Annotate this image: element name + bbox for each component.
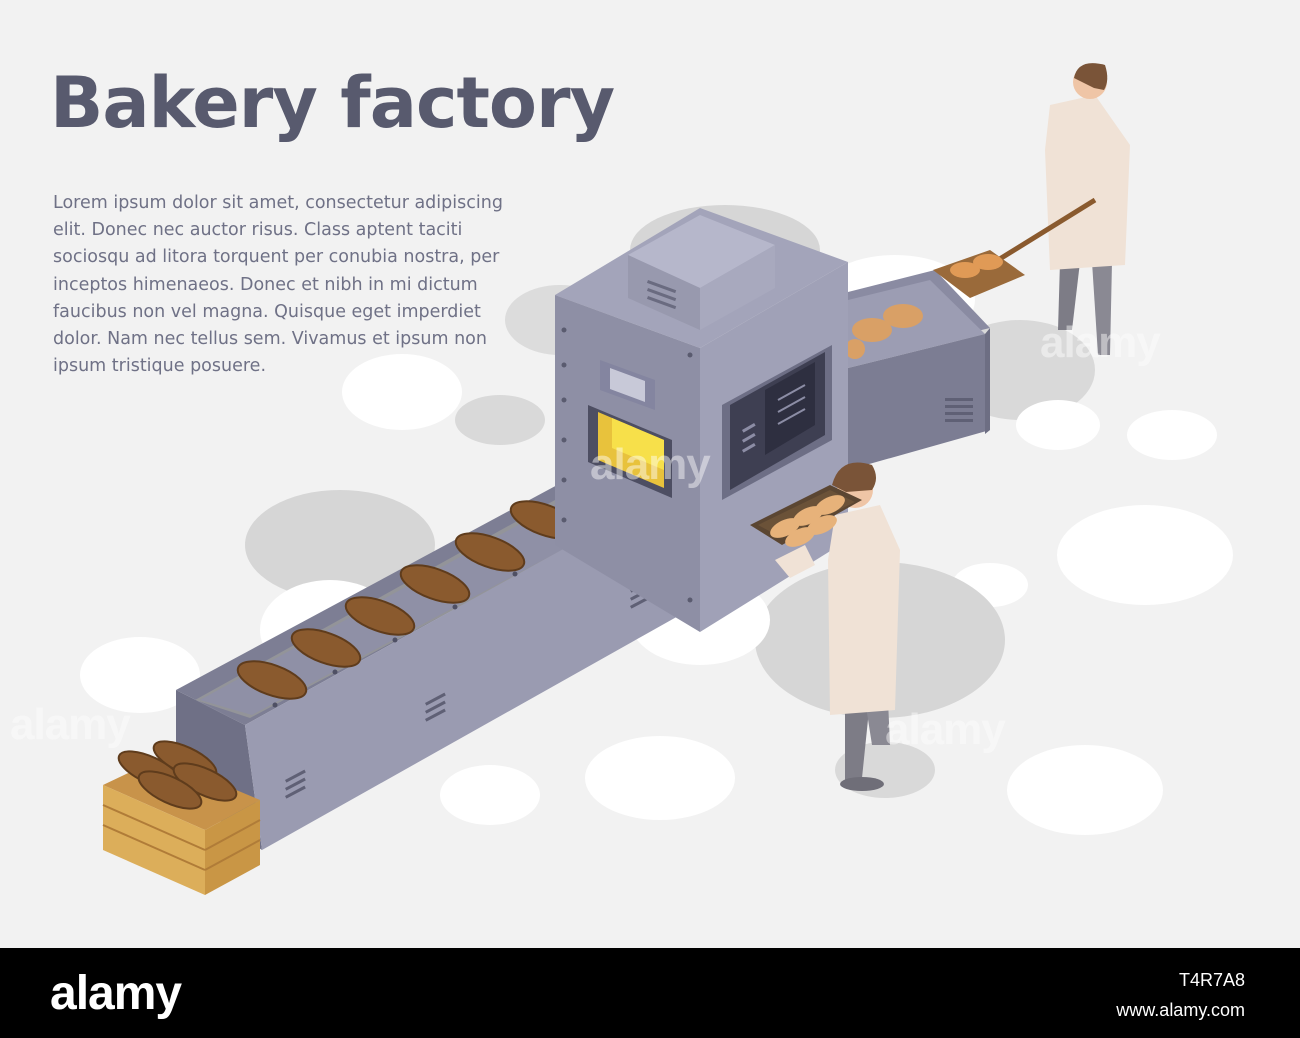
banner-title: Bakery factory — [50, 62, 615, 144]
alamy-logo: alamy — [50, 967, 182, 1020]
watermark: alamy — [10, 700, 131, 749]
banner-artboard: Bakery factory Lorem ipsum dolor sit ame… — [10, 62, 1233, 895]
watermark: alamy — [590, 440, 711, 489]
site-url[interactable]: www.alamy.com — [1116, 1000, 1245, 1020]
banner-body-text: Lorem ipsum dolor sit amet, consectetur … — [53, 193, 503, 377]
front-conveyor — [176, 462, 680, 850]
bakery-illustration — [80, 63, 1233, 895]
baker-with-tray — [750, 462, 900, 791]
image-id: T4R7A8 — [1178, 970, 1245, 990]
bread-crate — [102, 740, 261, 895]
baker-with-peel — [933, 63, 1130, 355]
back-conveyor — [845, 270, 990, 470]
oven — [555, 208, 848, 632]
watermark: alamy — [885, 705, 1006, 754]
watermark: alamy — [1040, 318, 1161, 367]
footer-bar: alamy T4R7A8 www.alamy.com — [0, 948, 1300, 1038]
